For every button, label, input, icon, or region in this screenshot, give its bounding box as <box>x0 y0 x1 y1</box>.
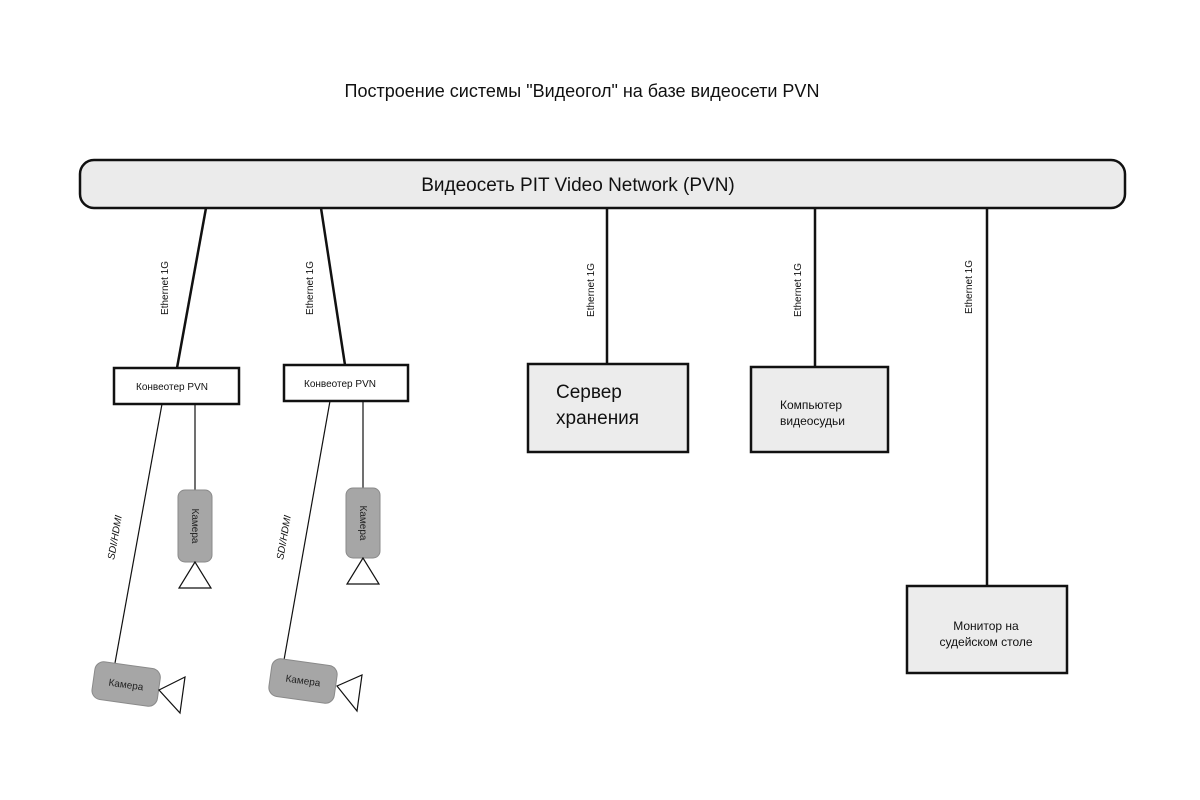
camera-horizontal-1: Камера <box>91 661 186 715</box>
camera-horizontal-2: Камера <box>268 658 363 713</box>
ethernet-label-1: Ethernet 1G <box>160 261 171 315</box>
judge-monitor-box <box>905 584 1069 675</box>
storage-server-box <box>526 362 690 454</box>
camera-vertical-1-label: Камера <box>189 509 200 544</box>
converter-2-label: Конвеотер PVN <box>304 379 376 390</box>
camera-horizontal-2-label: Камера <box>285 674 322 690</box>
ethernet-label-5: Ethernet 1G <box>964 260 975 314</box>
ethernet-label-2: Ethernet 1G <box>305 261 316 315</box>
referee-pc-box <box>749 365 890 454</box>
sdi-link-1 <box>114 403 163 664</box>
sdi-label-2: SDI/HDMI <box>275 514 294 560</box>
referee-pc-label-line2: видеосудьи <box>780 414 845 428</box>
converter-1-label: Конвеотер PVN <box>136 382 208 393</box>
camera-lens-icon <box>158 675 186 715</box>
camera-vertical-1: Камера <box>177 489 213 589</box>
ethernet-link-converter1 <box>175 207 208 369</box>
camera-vertical-2-label: Камера <box>357 506 368 541</box>
ethernet-link-converter2 <box>319 207 347 366</box>
converter-2-box <box>282 363 410 403</box>
ethernet-label-4: Ethernet 1G <box>793 263 804 317</box>
ethernet-label-3: Ethernet 1G <box>586 263 597 317</box>
storage-server-label-line2: хранения <box>556 408 639 429</box>
camera-horizontal-1-label: Камера <box>108 678 145 694</box>
camera-lens-icon <box>345 556 381 585</box>
judge-monitor-label-line1: Монитор на <box>953 619 1019 633</box>
diagram-title: Построение системы "Видеогол" на базе ви… <box>345 81 820 101</box>
pvn-bus <box>78 158 1127 210</box>
camera-lens-icon <box>177 560 213 589</box>
pvn-bus-label: Видеосеть PIT Video Network (PVN) <box>421 175 735 196</box>
referee-pc-label-line1: Компьютер <box>780 398 842 412</box>
camera-lens-icon <box>336 674 363 713</box>
judge-monitor-label-line2: судейском столе <box>939 635 1032 649</box>
camera-vertical-2: Камера <box>345 487 381 585</box>
converter-1-box <box>112 366 241 406</box>
storage-server-label-line1: Сервер <box>556 382 622 403</box>
sdi-link-2 <box>283 400 331 661</box>
sdi-label-1: SDI/HDMI <box>106 514 125 560</box>
